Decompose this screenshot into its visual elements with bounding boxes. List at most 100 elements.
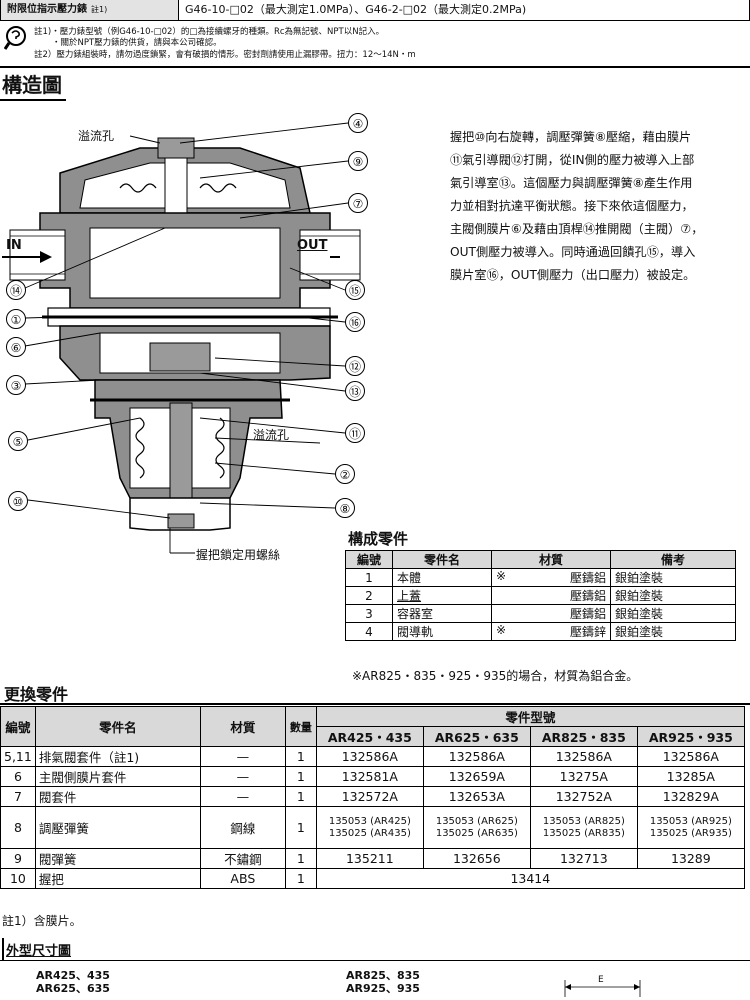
parts-cell-remark: 銀鉑塗裝 <box>610 622 736 641</box>
rep-header-model-1: AR425・435 <box>315 726 424 747</box>
gauge-spec-value: G46-10-□02（最大測定1.0MPa）、G46-2-□02（最大測定0.2… <box>185 3 527 16</box>
dimensions-left-bar <box>2 938 4 960</box>
rep-header-model-2: AR625・635 <box>422 726 531 747</box>
parts-cell-material: 壓鑄鋁 <box>491 586 611 605</box>
table-row: 4 閥導軌 ※ 壓鑄鋅 銀鉑塗裝 <box>345 622 736 641</box>
parts-header-no: 編號 <box>345 550 393 569</box>
table-row: 9 閥彈簧 不鏽鋼 1 135211 132656 132713 13289 <box>0 848 745 869</box>
table-row: 7 閥套件 — 1 132572A 132653A 132752A 132829… <box>0 786 745 807</box>
spring-code-b: 135025 (AR435) <box>328 827 411 839</box>
rep-header-model-4: AR925・935 <box>636 726 745 747</box>
rep-cell-name: 排氣閥套件（註1) <box>34 746 201 767</box>
note-line-1: 註1)・壓力錶型號（例G46-10-□02）的□為接續螺牙的種類。Rc為無記號、… <box>34 27 385 37</box>
rep-cell-code: 13289 <box>636 848 745 869</box>
callout-4: ④ <box>348 113 368 133</box>
rep-cell-material: 不鏽鋼 <box>199 848 286 869</box>
rep-cell-qty: 1 <box>284 806 317 849</box>
dimension-model: AR425、435 <box>36 969 110 982</box>
dimension-model: AR925、935 <box>346 982 420 995</box>
rep-cell-name: 握把 <box>34 868 201 889</box>
table-row: 3 容器室 壓鑄鋁 銀鉑塗裝 <box>345 604 736 623</box>
rep-cell-no: 8 <box>0 806 36 849</box>
lock-screw-label: 握把鎖定用螺絲 <box>196 548 281 562</box>
rep-cell-code: 135053 (AR625)135025 (AR635) <box>422 806 531 849</box>
callout-6: ⑥ <box>6 337 26 357</box>
callout-2: ② <box>335 464 355 484</box>
rep-header-qty: 數量 <box>284 706 317 747</box>
dimensions-title: 外型尺寸圖 <box>6 944 72 959</box>
parts-cell-name: 本體 <box>392 568 492 587</box>
structure-title: 構造圖 <box>0 69 66 101</box>
callout-15: ⑮ <box>345 280 365 300</box>
note-line-3: 註2）壓力錶組裝時，請勿過度鎖緊，會有破損的情形。密封劑請使用止漏膠帶。扭力：1… <box>34 50 416 60</box>
table-row: 2 上蓋 壓鑄鋁 銀鉑塗裝 <box>345 586 736 605</box>
description-line: ⑪氣引導閥⑫打開，從IN側的壓力被導入上部 <box>450 153 695 167</box>
rep-cell-material: — <box>199 786 286 807</box>
spring-code-a: 135053 (AR925) <box>649 815 732 827</box>
rep-cell-qty: 1 <box>284 746 317 767</box>
parts-cell-no: 2 <box>345 586 393 605</box>
spring-code-b: 135025 (AR635) <box>435 827 518 839</box>
rep-cell-code: 132656 <box>422 848 531 869</box>
dimensions-models-group-2: AR825、835 AR925、935 <box>346 969 420 995</box>
rep-header-model-3: AR825・835 <box>529 726 638 747</box>
rep-cell-qty: 1 <box>284 786 317 807</box>
rep-cell-code: 135211 <box>315 848 424 869</box>
description-line: 主閥側膜片⑥及藉由頂桿⑭推開閥（主閥）⑦， <box>450 222 704 236</box>
rep-cell-code: 13285A <box>636 766 745 787</box>
rep-cell-code: 132659A <box>422 766 531 787</box>
in-port-label: IN <box>6 238 22 253</box>
parts-table: 編號 零件名 材質 備考 1 本體 ※ 壓鑄鋁 銀鉑塗裝 2 上蓋 壓鑄鋁 銀鉑… <box>345 550 736 641</box>
description-line: 膜片室⑯，OUT側壓力（出口壓力）被設定。 <box>450 268 696 282</box>
parts-cell-material: 壓鑄鋁 <box>491 604 611 623</box>
rep-cell-code: 135053 (AR925)135025 (AR935) <box>636 806 745 849</box>
note-line-2: ・關於NPT壓力錶的供貨，請與本公司確認。 <box>52 38 222 48</box>
replacement-title: 更換零件 <box>4 685 69 704</box>
spring-code-b: 135025 (AR935) <box>649 827 732 839</box>
callout-1: ① <box>6 309 26 329</box>
callout-7: ⑦ <box>348 193 368 213</box>
parts-footnote: ※AR825・835・925・935的場合，材質為鋁合金。 <box>352 669 639 683</box>
parts-cell-name: 閥導軌 <box>392 622 492 641</box>
rep-cell-material: 鋼線 <box>199 806 286 849</box>
description-line: OUT側壓力被導入。同時通過回饋孔⑮，導入 <box>450 245 696 259</box>
parts-header-material: 材質 <box>491 550 611 569</box>
rep-cell-name: 主閥側膜片套件 <box>34 766 201 787</box>
rep-cell-qty: 1 <box>284 848 317 869</box>
rep-cell-no: 9 <box>0 848 36 869</box>
callout-10: ⑩ <box>8 491 28 511</box>
rep-cell-code: 132829A <box>636 786 745 807</box>
rep-cell-no: 5,11 <box>0 746 36 767</box>
callout-5: ⑤ <box>8 431 28 451</box>
rep-cell-code: 13275A <box>529 766 638 787</box>
gauge-spec-label: 附限位指示壓力錶 <box>7 4 87 15</box>
parts-cell-material: ※ 壓鑄鋅 <box>491 622 611 641</box>
parts-cell-remark: 銀鉑塗裝 <box>610 568 736 587</box>
rep-cell-code: 132752A <box>529 786 638 807</box>
parts-cell-remark: 銀鉑塗裝 <box>610 604 736 623</box>
gauge-spec-note-ref: 註1) <box>91 5 108 14</box>
parts-cell-remark: 銀鉑塗裝 <box>610 586 736 605</box>
replacement-table: 編號 零件名 材質 數量 零件型號 AR425・435 AR625・635 AR… <box>0 706 745 889</box>
callout-12: ⑫ <box>345 356 365 376</box>
material-value: 壓鑄鋁 <box>569 571 606 585</box>
callout-14: ⑭ <box>6 280 26 300</box>
dimension-model: AR625、635 <box>36 982 110 995</box>
parts-cell-no: 4 <box>345 622 393 641</box>
gauge-spec-row: 附限位指示壓力錶註1) G46-10-□02（最大測定1.0MPa）、G46-2… <box>0 0 750 21</box>
rep-cell-code: 13414 <box>315 868 745 889</box>
rep-cell-material: — <box>199 766 286 787</box>
rep-header-material: 材質 <box>199 706 286 747</box>
overflow-hole-label-mid: 溢流孔 <box>253 428 290 442</box>
rep-cell-code: 132586A <box>422 746 531 767</box>
rep-cell-code: 135053 (AR825)135025 (AR835) <box>529 806 638 849</box>
rep-cell-no: 7 <box>0 786 36 807</box>
rep-cell-no: 10 <box>0 868 36 889</box>
parts-header-remark: 備考 <box>610 550 736 569</box>
material-value: 壓鑄鋁 <box>569 607 606 621</box>
structure-description: 握把⑩向右旋轉，調壓彈簧⑧壓縮，藉由膜片 ⑪氣引導閥⑫打開，從IN側的壓力被導入… <box>450 126 750 287</box>
table-row: 8 調壓彈簧 鋼線 1 135053 (AR425)135025 (AR435)… <box>0 806 745 849</box>
rep-cell-code: 132572A <box>315 786 424 807</box>
spring-code-a: 135053 (AR425) <box>328 815 411 827</box>
callout-8: ⑧ <box>335 498 355 518</box>
